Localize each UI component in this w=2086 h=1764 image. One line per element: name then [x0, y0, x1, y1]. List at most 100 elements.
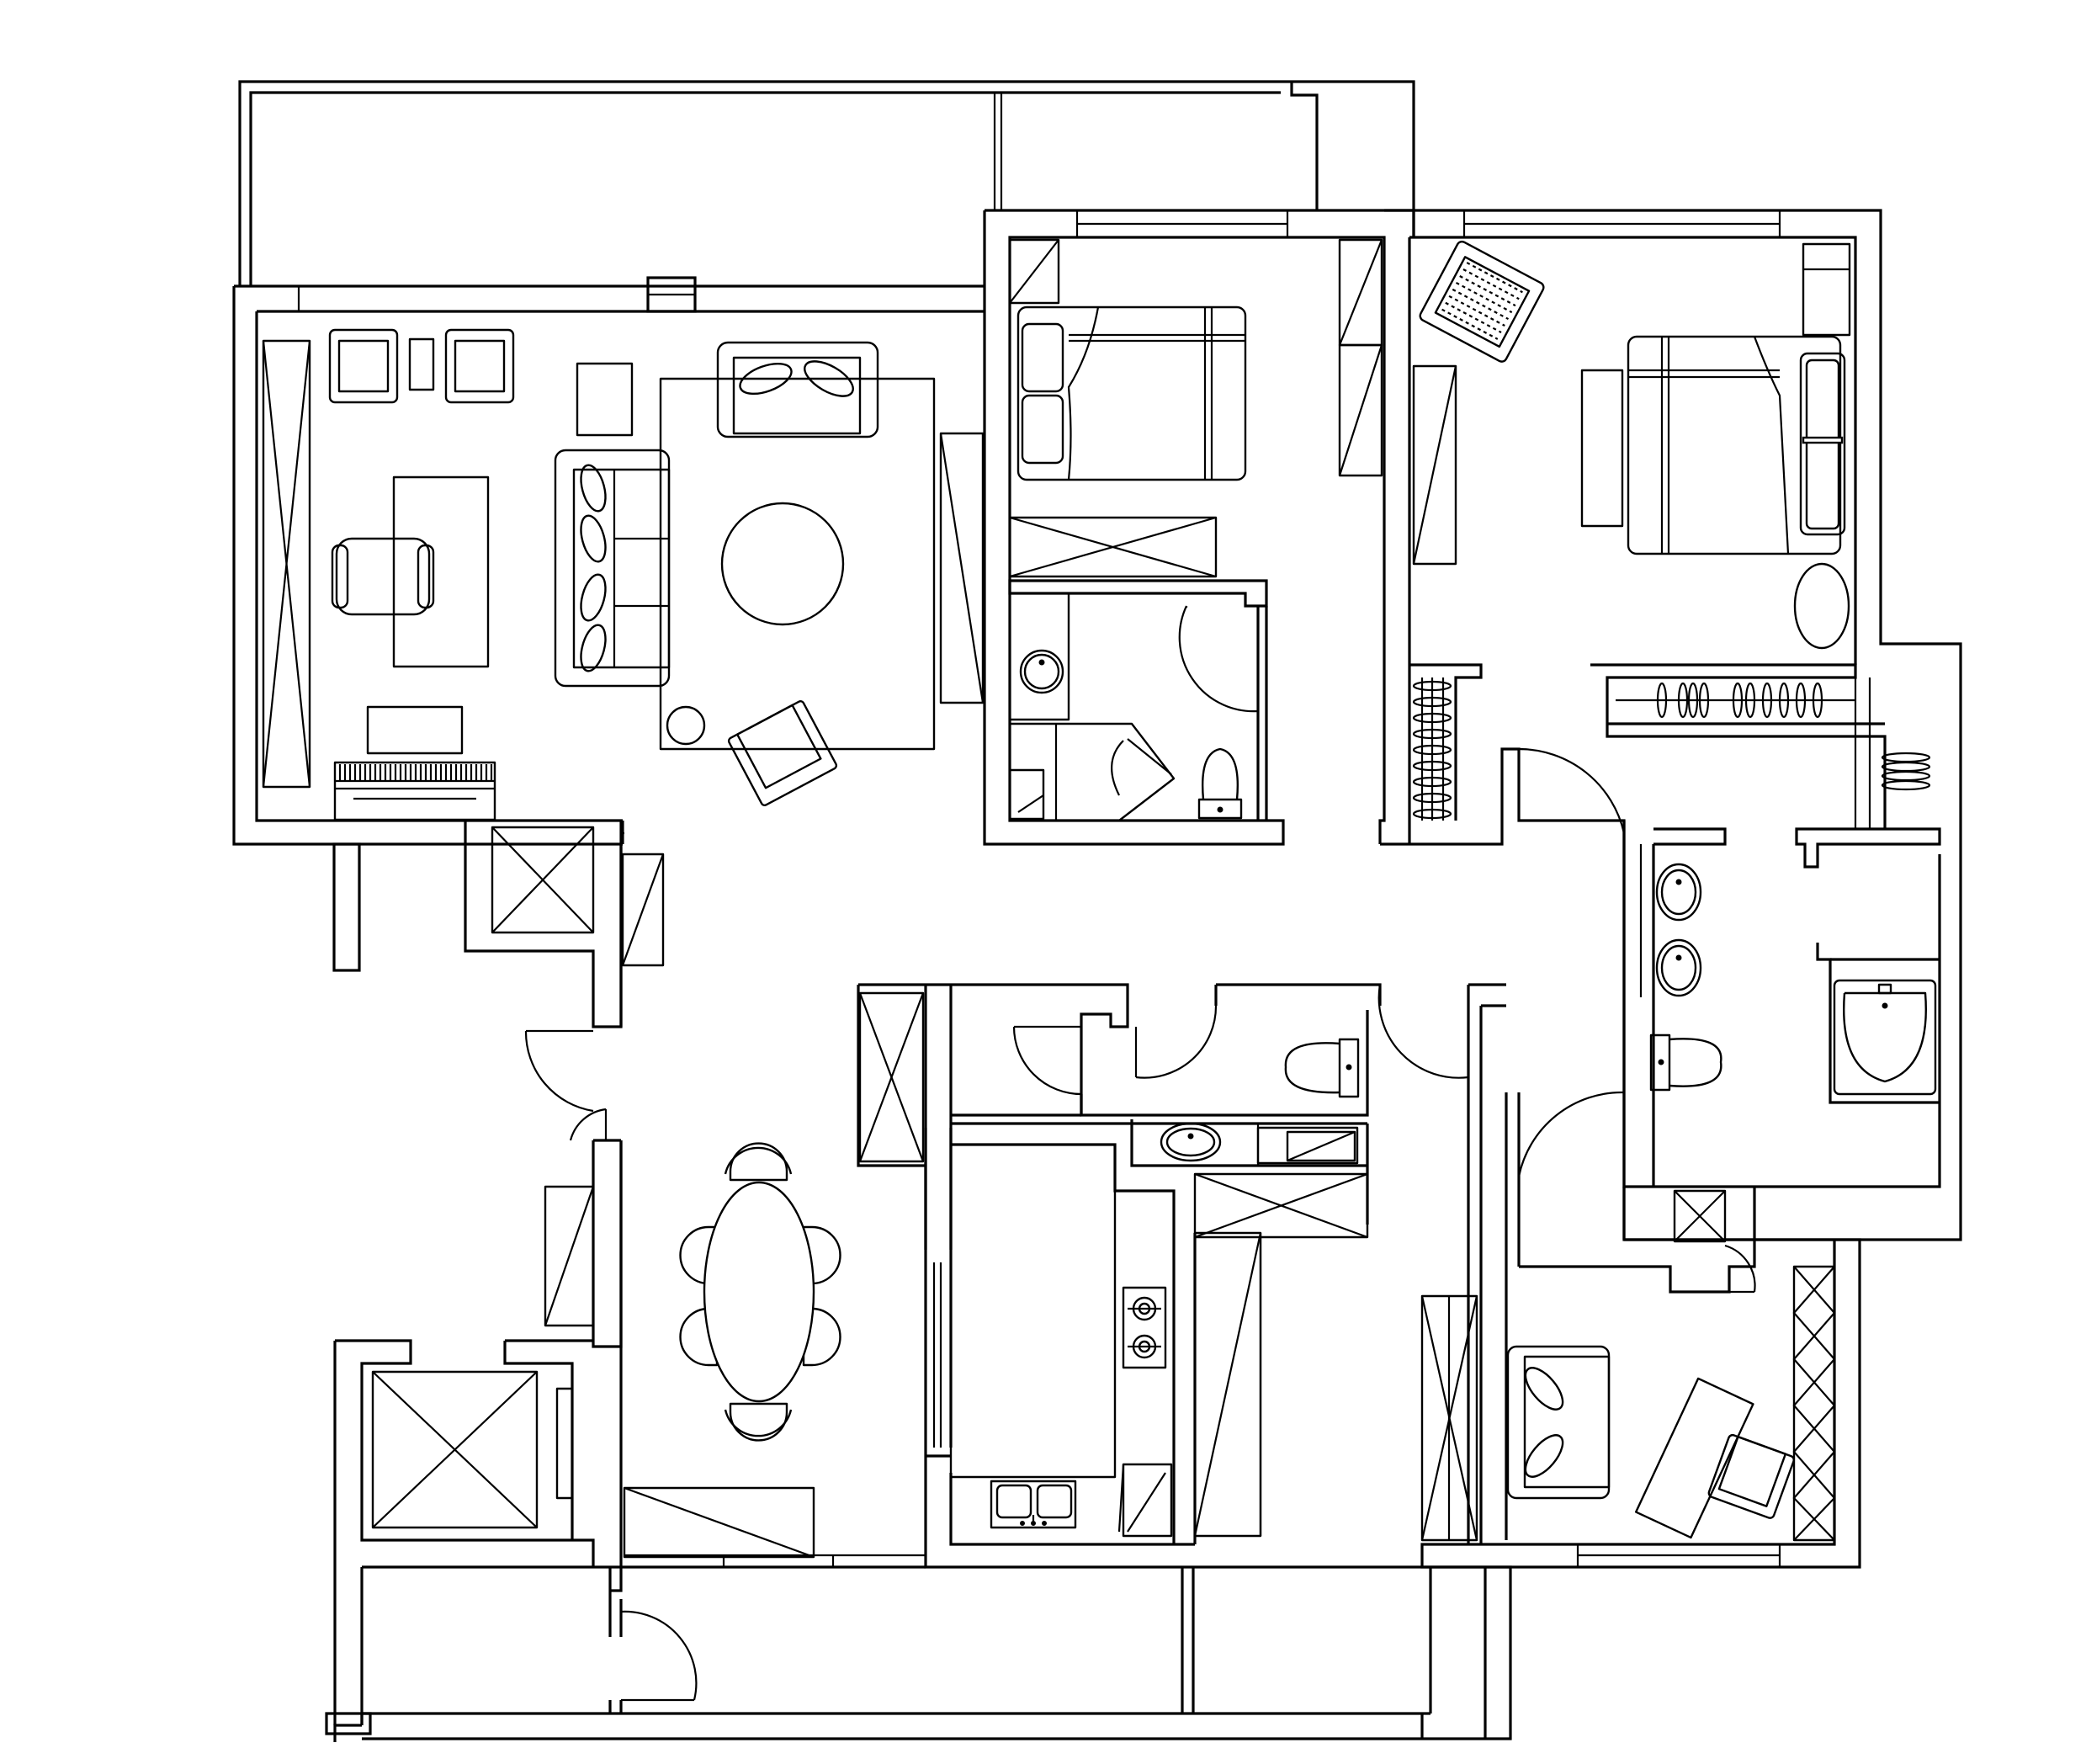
bathtub [1816, 943, 1940, 1104]
wardrobe [1802, 242, 1851, 337]
dining-chair [724, 1146, 793, 1175]
wardrobe [1008, 238, 1060, 305]
hanger [1677, 682, 1689, 719]
double-basin [1639, 844, 1702, 997]
hanger [1412, 712, 1452, 724]
hanger [1732, 682, 1744, 719]
chair [1707, 1433, 1795, 1519]
toilet [1649, 1033, 1722, 1092]
chair-slat [1462, 268, 1520, 300]
gas-hob [1122, 1286, 1167, 1369]
hanger [1698, 682, 1710, 719]
cabinet [544, 1185, 595, 1327]
hanger [1412, 760, 1452, 772]
elevator-lobby [333, 1185, 595, 1725]
toilet [1284, 1038, 1360, 1098]
bedside-cabinet [1799, 352, 1846, 536]
washing-machine [1256, 1126, 1359, 1165]
side-stool [666, 705, 706, 746]
hanger [1412, 728, 1452, 740]
sofa [1506, 1345, 1611, 1500]
hanger [1744, 682, 1756, 719]
tv-cabinet [366, 705, 464, 755]
chair-slat [1459, 275, 1516, 307]
hanger [1412, 776, 1452, 788]
closet-rack [1590, 663, 1931, 829]
hanger [1881, 761, 1931, 773]
chair-slat [1466, 262, 1523, 294]
dining [593, 983, 926, 1569]
dining-chair [802, 1307, 841, 1367]
master-bath [1622, 821, 1941, 1188]
basin [1008, 592, 1070, 721]
shelving [1792, 1265, 1836, 1542]
hanger [1412, 808, 1452, 820]
round-coffee-table [720, 502, 845, 626]
chair-slat [1452, 288, 1510, 321]
dining-chair [679, 1307, 719, 1367]
double-bed [1016, 306, 1247, 481]
wardrobe [939, 432, 985, 704]
hanger [1656, 682, 1668, 719]
dining-chair [724, 1409, 793, 1437]
cabinet [555, 1387, 574, 1500]
sofa [554, 449, 671, 688]
kitchen [924, 1128, 1422, 1569]
closet-rack [1409, 663, 1483, 821]
toilet [1197, 747, 1243, 820]
balcony-north [238, 80, 1415, 286]
wardrobe [262, 339, 311, 789]
lounge-chair [1419, 240, 1545, 363]
hanger [1881, 770, 1931, 782]
fridge [1122, 1463, 1173, 1538]
master-bedroom [1380, 209, 1962, 1241]
armchair [444, 328, 515, 404]
desk [1634, 1377, 1754, 1539]
shower [1008, 722, 1176, 822]
hanger [1881, 752, 1931, 763]
hanger [1812, 682, 1823, 719]
cabinet [1193, 1172, 1369, 1239]
hanger [1412, 792, 1452, 804]
bedroom-north [983, 209, 1415, 846]
guest-bath [924, 983, 1382, 1250]
storage [858, 991, 925, 1163]
hanger [1778, 682, 1790, 719]
hanger [1412, 680, 1452, 692]
rug [659, 377, 936, 751]
wardrobe [1338, 238, 1383, 477]
basin [1160, 1122, 1222, 1162]
wardrobe [1412, 364, 1457, 566]
hanger [1412, 744, 1452, 756]
sideboard [623, 1486, 815, 1559]
entry-core [464, 821, 665, 1348]
bench [1580, 369, 1624, 528]
double-bed [1627, 335, 1842, 555]
hanger [1687, 682, 1699, 719]
chair-slat [1455, 281, 1513, 314]
wardrobe [1420, 1294, 1478, 1542]
loveseat [716, 341, 879, 438]
elevator [371, 1370, 539, 1529]
oval-dining-table [703, 1181, 815, 1403]
wardrobe [1193, 1231, 1262, 1538]
round-table [1793, 562, 1850, 650]
bedroom-south [1420, 1091, 1861, 1569]
armchair [328, 328, 399, 404]
piano [333, 761, 496, 821]
storage [1673, 1189, 1727, 1243]
side-table [408, 337, 435, 391]
closet-unit [1008, 516, 1218, 578]
hanger [1795, 682, 1807, 719]
office-chair [331, 537, 435, 616]
cabinet [576, 362, 634, 437]
hanger [1761, 682, 1773, 719]
double-sink [990, 1480, 1077, 1529]
study-living [232, 276, 985, 972]
desk [392, 476, 490, 668]
chair-slat [1445, 301, 1502, 333]
hanger [1412, 696, 1452, 708]
island [949, 1143, 1117, 1479]
chair-slat [1448, 295, 1505, 327]
